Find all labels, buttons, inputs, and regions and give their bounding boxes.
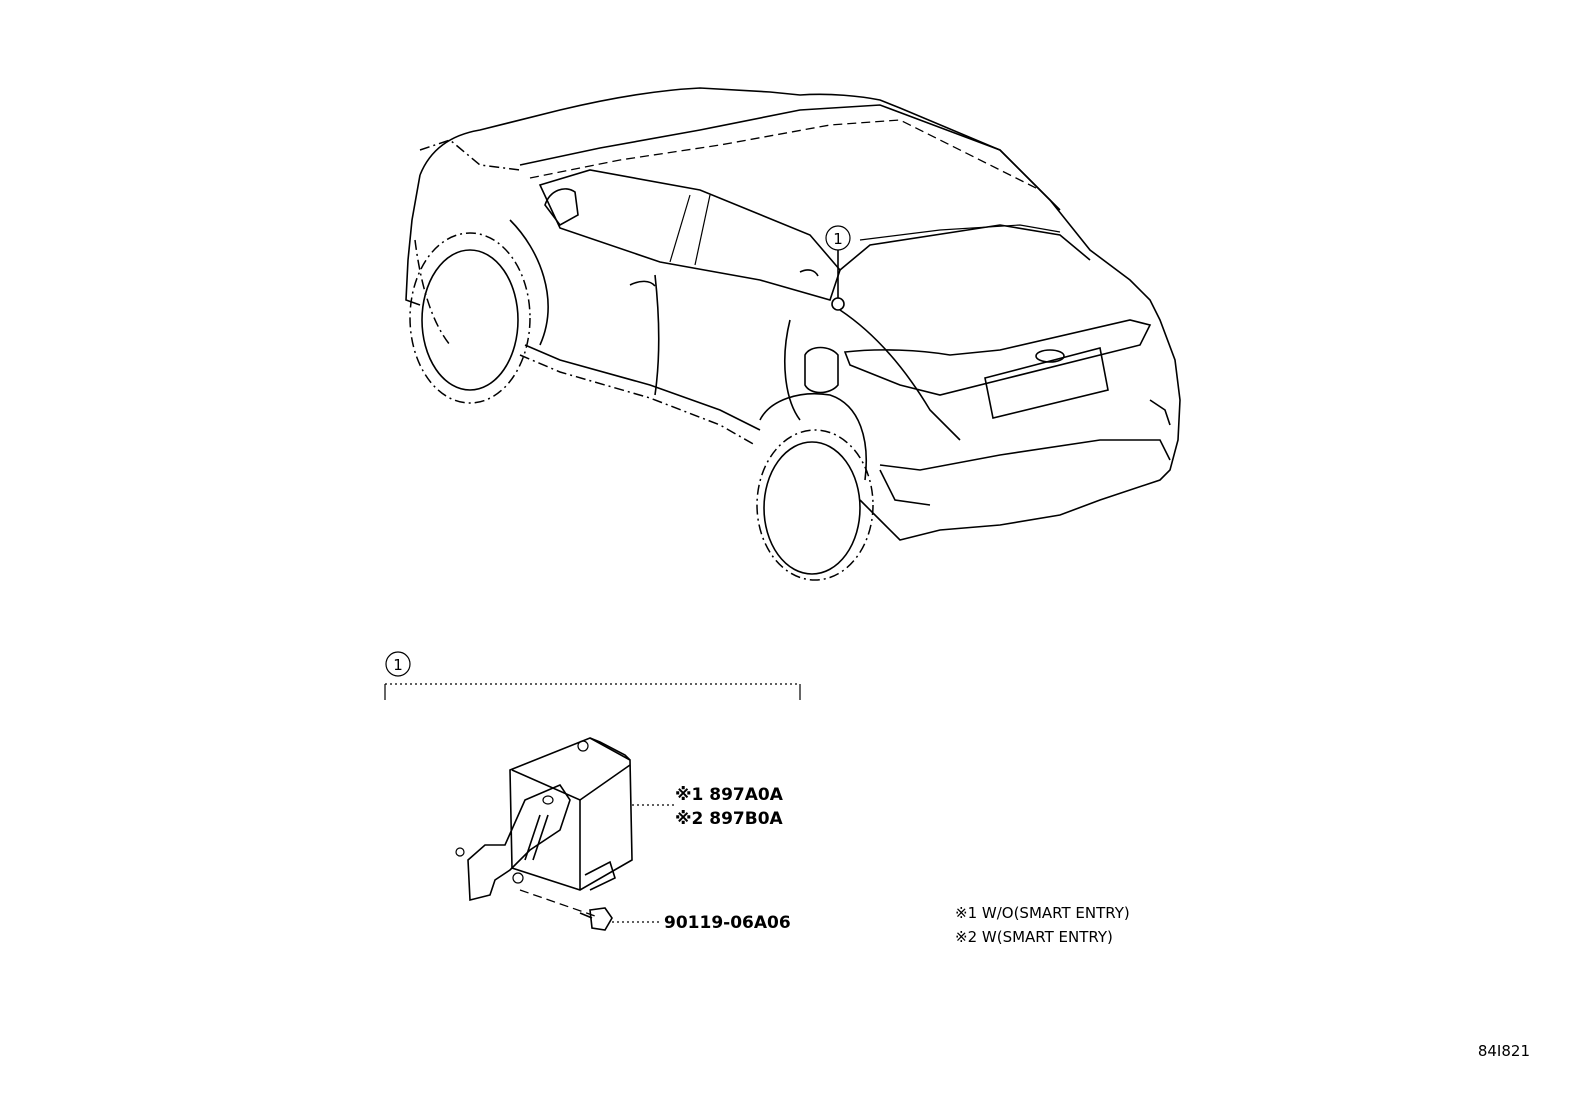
detail-group-bracket	[384, 651, 801, 700]
part-number-bolt: 90119-06A06	[664, 913, 791, 933]
vehicle-illustration	[405, 87, 1181, 581]
part-number-897B0A: ※2 897B0A	[675, 809, 784, 829]
note-1: ※1 W/O(SMART ENTRY)	[955, 904, 1130, 922]
note-2: ※2 W(SMART ENTRY)	[955, 928, 1113, 946]
detail-callout-number: 1	[393, 656, 403, 674]
car-callout-number: 1	[833, 230, 843, 248]
module-illustration	[455, 737, 633, 931]
illustration-id: 84I821	[1478, 1042, 1530, 1060]
part-number-897A0A: ※1 897A0A	[675, 785, 784, 805]
